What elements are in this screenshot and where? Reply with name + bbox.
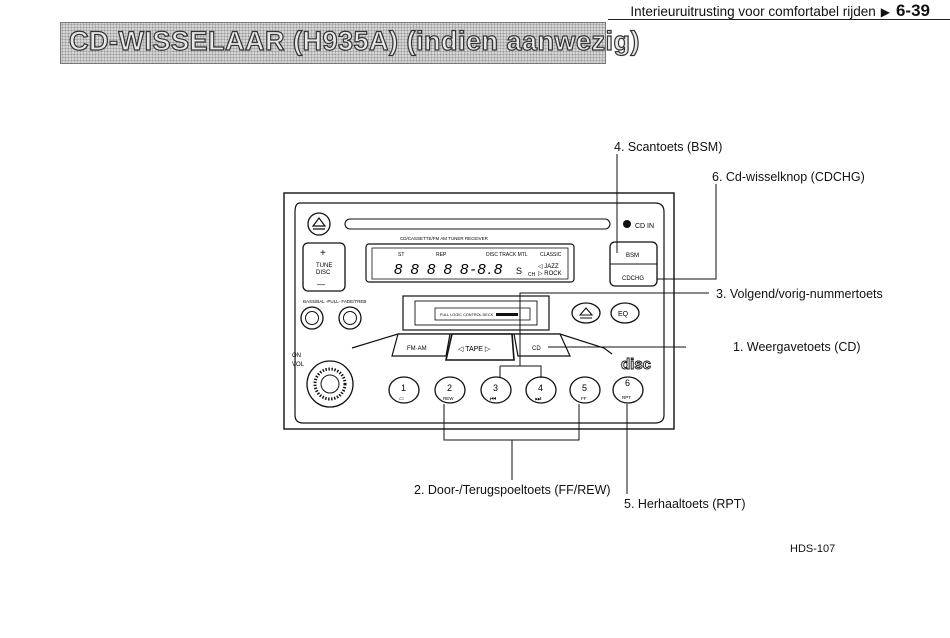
cdchg-button[interactable]: CDCHG	[622, 276, 644, 282]
bsm-button[interactable]: BSM	[626, 253, 639, 259]
tape-button[interactable]	[444, 333, 515, 361]
preset-1-sub: ▭	[399, 396, 404, 402]
disc-logo: disc	[621, 356, 651, 373]
page-header: Interieuruitrusting voor comfortabel rij…	[0, 0, 950, 24]
display-jazz: ◁ JAZZ	[538, 264, 559, 270]
knob-labels: BASS/BAL -PULL- FADE/TREB	[303, 299, 366, 304]
tune-minus: —	[317, 280, 325, 289]
preset-4-label: 4	[538, 383, 543, 393]
fade-treb-knob-inner	[343, 311, 357, 325]
cd-in-indicator	[623, 220, 631, 228]
eq-label: EQ	[618, 311, 629, 318]
device-frame	[283, 192, 675, 430]
callout-3: 3. Volgend/vorig-nummertoets	[716, 287, 883, 301]
page-title: CD-WISSELAAR (H935A) (indien aanwezig)	[68, 25, 641, 56]
callout-2: 2. Door-/Terugspoeltoets (FF/REW)	[414, 483, 611, 497]
preset-2-button[interactable]: 2 REW	[434, 376, 466, 404]
preset-3-label: 3	[493, 383, 498, 393]
preset-3-sub: ⏮	[490, 396, 496, 403]
preset-5-label: 5	[582, 383, 587, 393]
tune-plus: +	[320, 248, 326, 259]
callout-6: 6. Cd-wisselknop (CDCHG)	[712, 170, 865, 184]
display-s: S	[516, 266, 522, 276]
preset-2-label: 2	[447, 383, 452, 393]
preset-3-button[interactable]: 3 ⏮	[480, 376, 512, 404]
preset-2-sub: REW	[443, 396, 454, 401]
right-triangle-icon: ▶	[880, 5, 890, 19]
section-title: Interieuruitrusting voor comfortabel rij…	[630, 4, 876, 19]
disc-label: DISC	[316, 270, 331, 276]
figure-reference: HDS-107	[790, 543, 836, 555]
callout-5: 5. Herhaaltoets (RPT)	[624, 497, 746, 511]
preset-1-label: 1	[401, 383, 406, 393]
leader-3-next-prev	[499, 292, 709, 378]
tape-label: ◁ TAPE ▷	[458, 346, 491, 353]
leader-6-cdchg	[657, 184, 717, 280]
display-panel	[371, 247, 569, 280]
cd-in-label: CD IN	[635, 223, 654, 230]
display-classic: CLASSIC	[540, 252, 562, 258]
page-title-box: CD-WISSELAAR (H935A) (indien aanwezig)	[60, 22, 640, 64]
cassette-door	[434, 307, 531, 321]
preset-4-sub: ⏭	[535, 396, 542, 403]
tune-button[interactable]	[302, 242, 346, 292]
preset-5-sub: FF	[581, 396, 587, 401]
fm-am-label: FM·AM	[407, 346, 427, 352]
on-label: ON	[292, 353, 301, 359]
display-digits: 8 8 8 8 8-8.8	[394, 261, 504, 278]
volume-knob-knurl	[313, 367, 347, 401]
eq-button[interactable]	[610, 302, 640, 324]
vol-label: VOL	[292, 362, 305, 368]
eject-button[interactable]	[307, 212, 331, 236]
header-text: Interieuruitrusting voor comfortabel rij…	[630, 1, 930, 21]
display-rep: REP	[436, 252, 447, 258]
display-st: ST	[398, 252, 404, 258]
preset-4-button[interactable]: 4 ⏭	[525, 376, 557, 404]
leader-lines	[443, 154, 717, 494]
preset-5-button[interactable]: 5 FF	[569, 376, 601, 404]
cd-slot	[344, 218, 611, 230]
preset-6-sub: RPT	[622, 395, 631, 400]
preset-6-label: 6	[625, 378, 630, 388]
volume-knob-center	[320, 374, 340, 394]
header-rule	[608, 19, 950, 20]
page-number: 6-39	[895, 1, 930, 20]
display-disc-track: DISC TRACK MTL	[486, 252, 528, 258]
face-plate	[294, 202, 665, 424]
cassette-eject-button[interactable]	[571, 302, 601, 324]
preset-1-button[interactable]: 1 ▭	[388, 376, 420, 404]
tune-label: TUNE	[316, 263, 332, 269]
preset-6-button[interactable]: 6 RPT	[612, 376, 644, 404]
cassette-indicator	[496, 313, 518, 316]
cd-label: CD	[532, 346, 541, 352]
cassette-eject-icon	[578, 307, 594, 319]
model-text: CD/CASSETTE/FM AM TUNER RECEIVER	[400, 236, 489, 241]
display-ch: CH	[528, 272, 536, 278]
display-rock: ▷ ROCK	[538, 271, 562, 277]
leader-2-ff-rew	[443, 404, 580, 480]
callout-1: 1. Weergavetoets (CD)	[733, 340, 861, 354]
eject-icon	[311, 217, 327, 230]
callout-4: 4. Scantoets (BSM)	[614, 140, 723, 154]
fm-am-button[interactable]	[391, 333, 451, 357]
bass-bal-knob-inner	[305, 311, 319, 325]
cd-button[interactable]	[513, 333, 571, 357]
cassette-text: FULL LOGIC CONTROL DECK	[440, 313, 494, 317]
